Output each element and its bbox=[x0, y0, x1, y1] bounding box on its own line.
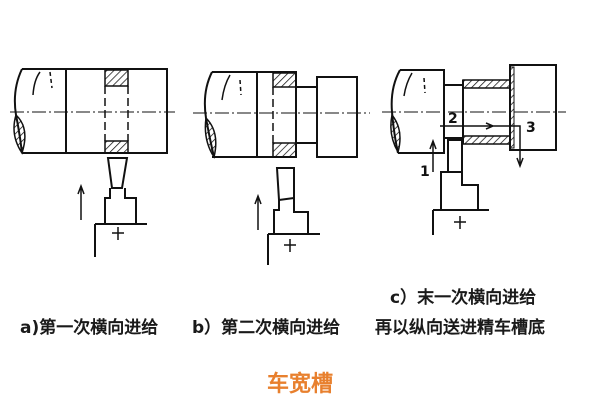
caption-c-line1: c）末一次横向进给 bbox=[390, 288, 537, 308]
feed-path-arrows bbox=[440, 122, 524, 169]
caption-c-line2: 再以纵向送进精车槽底 bbox=[375, 318, 545, 338]
step-label-1: 1 bbox=[420, 164, 430, 180]
diagram-title: 车宽槽 bbox=[266, 372, 333, 397]
panel-c-drawing: 1 2 3 bbox=[382, 64, 566, 235]
cutting-tool-a bbox=[106, 157, 129, 189]
caption-a: a)第一次横向进给 bbox=[20, 318, 159, 338]
feed-arrow-a bbox=[77, 183, 85, 220]
step-label-3: 3 bbox=[526, 120, 536, 136]
workpiece-a bbox=[22, 68, 168, 154]
caption-b: b）第二次横向进给 bbox=[192, 318, 341, 338]
panel-b-drawing bbox=[193, 71, 370, 265]
panel-a-drawing bbox=[10, 68, 175, 257]
step-label-2: 2 bbox=[448, 111, 458, 127]
